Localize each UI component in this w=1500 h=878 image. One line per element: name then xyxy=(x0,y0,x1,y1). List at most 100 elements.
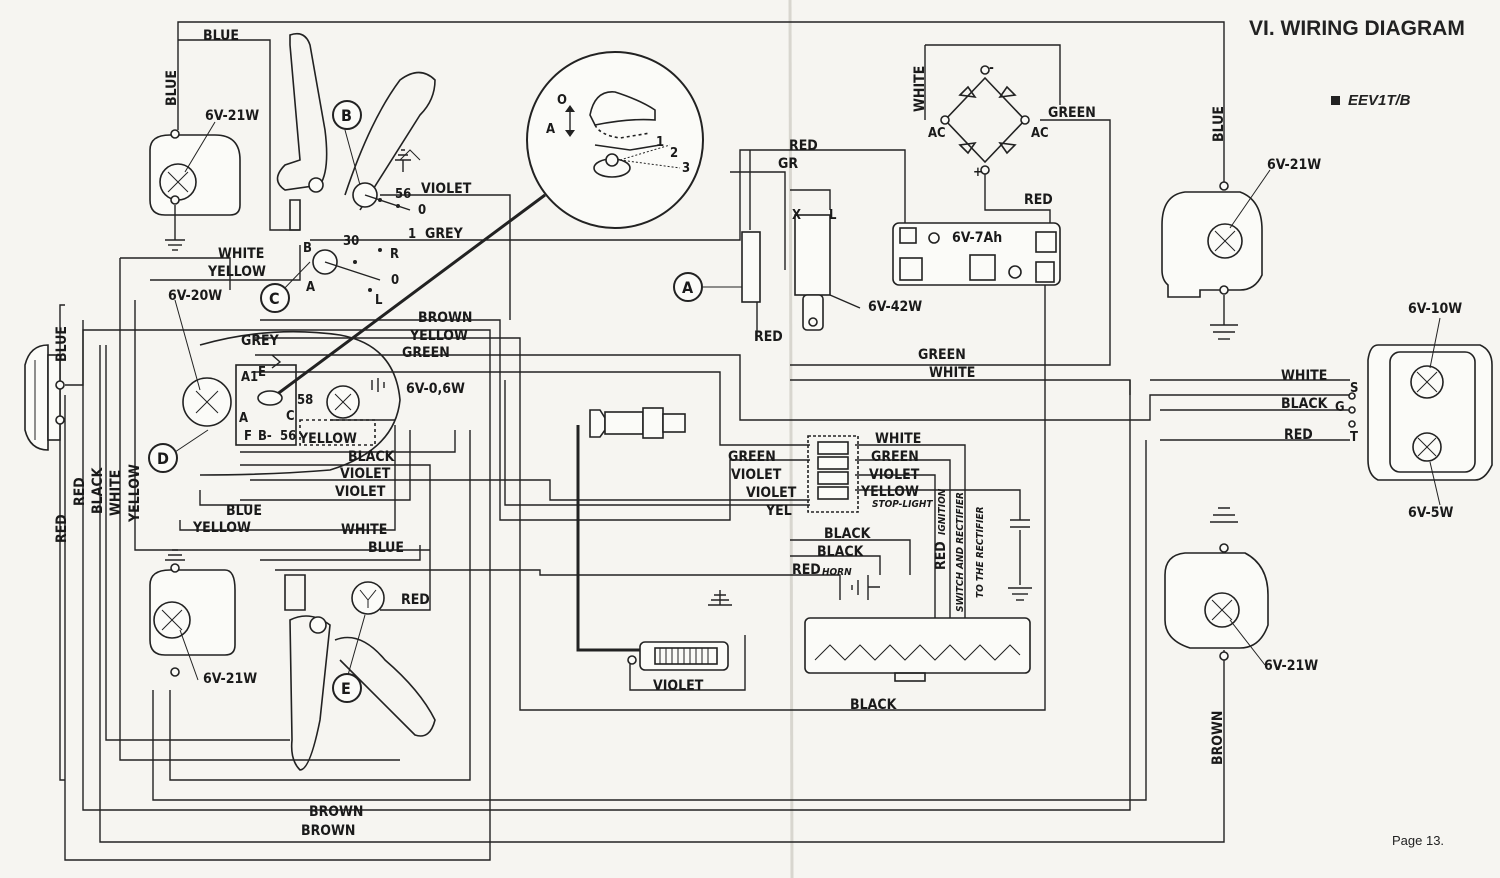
term-c-l: L xyxy=(375,293,383,308)
terminal-labels: 56 0 1 30 B R 0 L A A1 E A F B- 56 58 C … xyxy=(239,61,1358,445)
wire-label: WHITE xyxy=(341,522,387,538)
inset-o: O xyxy=(557,93,567,108)
handwritten-stop-light: STOP-LIGHT xyxy=(872,499,933,510)
term-g: G xyxy=(1335,400,1345,415)
wire-label: GREEN xyxy=(918,347,966,363)
handlebar-levers xyxy=(276,32,436,771)
rear-left-lamp xyxy=(149,549,236,677)
wire-label: VIOLET xyxy=(746,485,797,501)
callout-a-label: A xyxy=(682,278,694,297)
wire-label: YELLOW xyxy=(192,520,251,536)
term-b-0: 0 xyxy=(418,203,426,218)
callout-e: E xyxy=(332,673,362,703)
right-front-lamp xyxy=(1161,181,1263,340)
wire-label: GREEN xyxy=(728,449,776,465)
wire-label: WHITE xyxy=(875,431,921,447)
wire-labels: BLUE WHITE YELLOW VIOLET GREY GREY BROWN… xyxy=(54,28,1329,839)
wire-label: BLACK xyxy=(817,544,865,560)
wire-label: RED xyxy=(72,477,88,506)
callout-e-label: E xyxy=(341,679,351,698)
ground-symbols xyxy=(271,149,880,606)
wire-label: YELLOW xyxy=(207,264,266,280)
label-right-top-bulb: 6V-21W xyxy=(1267,157,1321,173)
diagram-title: VI. WIRING DIAGRAM xyxy=(1249,17,1465,40)
wire-label: RED xyxy=(933,541,949,570)
label-tail-upper: 6V-10W xyxy=(1408,301,1462,317)
term-a1: A1 xyxy=(241,370,258,385)
term-c-a: A xyxy=(306,280,315,295)
wire-label: VIOLET xyxy=(869,467,920,483)
handwritten-horn: HORN xyxy=(822,567,852,578)
wire-label: BLUE xyxy=(54,326,70,362)
wire-label: BLACK xyxy=(1281,396,1329,412)
model-bullet-icon xyxy=(1331,96,1340,105)
model-code: EEV1T/B xyxy=(1348,92,1411,109)
wire-harness xyxy=(59,21,1350,861)
horn-button-e xyxy=(351,581,385,615)
term-f: F xyxy=(244,429,252,444)
wire-label: BROWN xyxy=(1210,711,1226,765)
label-front-left-bulb: 6V-21W xyxy=(205,108,259,124)
wire-label: BLUE xyxy=(226,503,262,519)
inset-2: 2 xyxy=(670,146,678,161)
term-b-56: 56 xyxy=(395,187,411,202)
handwritten-ignition: IGNITION xyxy=(937,488,948,535)
wire-label: GR xyxy=(778,156,798,172)
wire-label: VIOLET xyxy=(731,467,782,483)
callout-a: A xyxy=(673,272,703,302)
label-tail-lower: 6V-5W xyxy=(1408,505,1453,521)
term-b-1: 1 xyxy=(408,227,416,242)
label-headlamp: 6V-20W xyxy=(168,288,222,304)
wire-label: RED xyxy=(754,329,783,345)
label-horn: 6V-42W xyxy=(868,299,922,315)
wire-label: VIOLET xyxy=(340,466,391,482)
term-b-minus: B- xyxy=(258,429,272,444)
term-b-30: 30 xyxy=(343,234,359,249)
term-ac-left: AC xyxy=(928,126,946,141)
term-l: L xyxy=(829,208,837,223)
wire-label: BROWN xyxy=(309,804,363,820)
term-x: X xyxy=(792,208,801,223)
wire-label: YELLOW xyxy=(860,484,919,500)
headlamp-side xyxy=(24,344,65,451)
wire-label: RED xyxy=(1024,192,1053,208)
wire-label: BLACK xyxy=(824,526,872,542)
wire-label: GREEN xyxy=(402,345,450,361)
switch-detail-inset xyxy=(526,51,704,229)
term-e: E xyxy=(258,365,266,380)
callout-d: D xyxy=(148,443,178,473)
wire-label: RED xyxy=(401,592,430,608)
battery-6v-7ah xyxy=(892,222,1061,286)
wire-label: WHITE xyxy=(1281,368,1327,384)
label-rear-left-bulb: 6V-21W xyxy=(203,671,257,687)
term-plus: + xyxy=(973,165,983,180)
wire-label: VIOLET xyxy=(653,678,704,694)
callout-c-label: C xyxy=(269,289,280,308)
inset-a: A xyxy=(546,122,555,137)
wire-label: GREEN xyxy=(871,449,919,465)
wire-label: YEL xyxy=(765,503,792,519)
label-right-bottom-bulb: 6V-21W xyxy=(1264,658,1318,674)
term-c-r: R xyxy=(390,247,399,262)
wire-label: RED xyxy=(789,138,818,154)
front-lamp-housing xyxy=(149,129,241,251)
leader-lines xyxy=(174,121,1441,681)
wire-label: VIOLET xyxy=(421,181,472,197)
terminal-strip xyxy=(807,435,859,513)
wire-label: RED xyxy=(792,562,821,578)
callout-b: B xyxy=(332,100,362,130)
wire-label: WHITE xyxy=(108,470,124,516)
condenser-ground xyxy=(1008,519,1032,601)
wire-label: WHITE xyxy=(929,365,975,381)
wire-label: RED xyxy=(1284,427,1313,443)
wire-label: BLUE xyxy=(164,70,180,106)
component-labels: 6V-21W 6V-20W 6V-0,6W 6V-21W 6V-21W 6V-2… xyxy=(168,108,1462,687)
callout-b-label: B xyxy=(341,106,352,125)
term-ac-right: AC xyxy=(1031,126,1049,141)
wire-label: BLACK xyxy=(850,697,898,713)
handwritten-to-rectifier: TO THE RECTIFIER xyxy=(975,506,986,598)
term-58: 58 xyxy=(297,393,313,408)
wire-label: BROWN xyxy=(418,310,472,326)
